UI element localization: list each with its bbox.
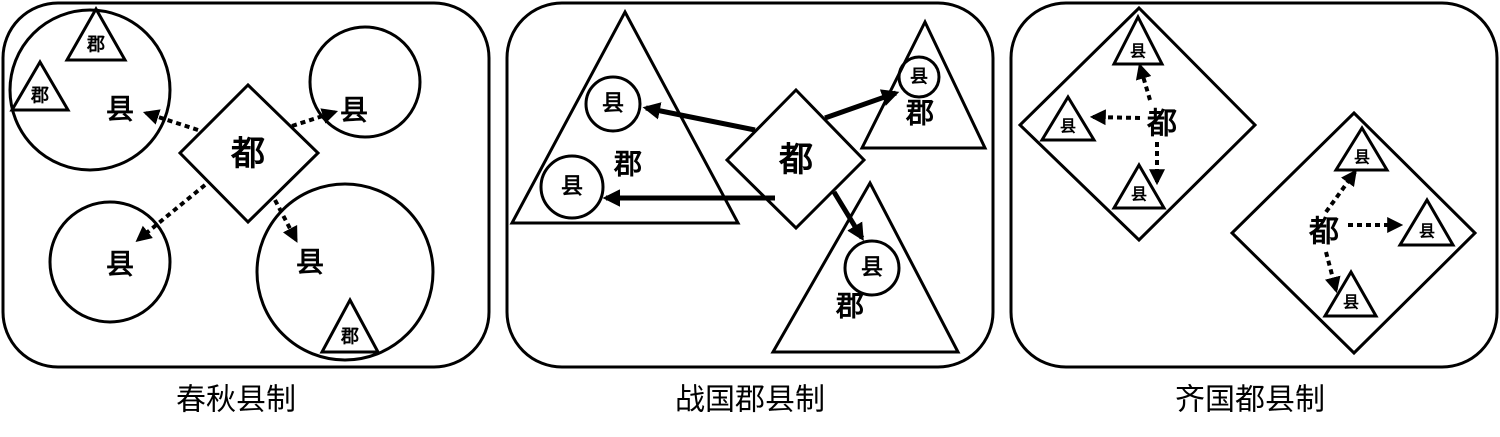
commandery-triangle — [64, 5, 128, 62]
label-commandery: 郡 — [613, 148, 642, 181]
county-triangle — [1039, 94, 1097, 142]
label-county: 县 — [1060, 117, 1076, 136]
label-commandery: 郡 — [340, 327, 359, 348]
label-county: 县 — [106, 93, 134, 126]
label-capital: 都 — [230, 134, 265, 174]
label-county: 县 — [340, 94, 368, 127]
caption: 战国郡县制 — [675, 383, 825, 418]
county-circle — [308, 25, 422, 139]
label-county: 县 — [1354, 148, 1370, 167]
label-capital: 都 — [1146, 107, 1177, 142]
label-commandery: 郡 — [30, 86, 49, 107]
label-county: 县 — [602, 92, 624, 117]
label-county: 县 — [861, 256, 883, 281]
commandery-triangle — [859, 18, 988, 150]
county-circle — [539, 154, 605, 220]
label-county: 县 — [1343, 293, 1359, 312]
panel-frame — [505, 1, 995, 369]
capital-diamond — [724, 87, 867, 231]
caption: 齐国都县制 — [1175, 383, 1325, 418]
label-county: 县 — [910, 67, 928, 88]
label-capital: 都 — [778, 140, 813, 180]
label-commandery: 郡 — [86, 35, 105, 56]
county-triangle — [1333, 125, 1390, 172]
arrow-dotted — [291, 108, 339, 128]
arrow-dotted — [142, 109, 199, 132]
arrow-dotted — [273, 199, 298, 243]
arrow-solid — [831, 190, 865, 241]
label-capital: 都 — [1308, 215, 1339, 250]
label-county: 县 — [561, 175, 583, 200]
panel-frame — [1009, 1, 1499, 369]
capital-diamond — [1229, 110, 1478, 356]
capital-diamond — [1017, 5, 1258, 243]
capital-diamond — [177, 82, 321, 225]
arrow-dotted — [135, 183, 207, 243]
commandery-triangle — [770, 179, 961, 354]
commandery-triangle — [9, 59, 71, 112]
label-commandery: 郡 — [905, 97, 934, 130]
arrow-dotted — [1089, 109, 1141, 126]
arrow-solid — [642, 102, 756, 133]
county-triangle — [1397, 197, 1456, 247]
county-circle — [8, 8, 172, 172]
label-county: 县 — [296, 246, 324, 279]
county-circle — [48, 200, 172, 324]
caption: 春秋县制 — [176, 383, 296, 418]
arrow-solid — [824, 89, 900, 121]
county-triangle — [1111, 162, 1167, 210]
panel-spring-autumn: 都 县 县 县 县 郡 郡 郡 春秋县制 — [1, 1, 491, 418]
arrow-dotted — [1135, 62, 1152, 101]
commandery-triangle — [319, 296, 381, 354]
county-circle — [584, 75, 642, 133]
county-circle — [255, 182, 435, 362]
panel-qi-state: 都 都 县 县 县 县 县 县 齐国都县制 — [1009, 1, 1499, 418]
label-county: 县 — [106, 248, 134, 281]
panel-warring-states: 都 县 县 县 县 郡 郡 郡 战国郡县制 — [505, 1, 995, 418]
county-triangle — [1322, 269, 1379, 318]
label-commandery: 郡 — [835, 290, 864, 323]
arrow-dotted — [1324, 251, 1341, 294]
county-circle — [897, 55, 941, 99]
county-circle — [843, 239, 901, 297]
label-county: 县 — [1130, 42, 1146, 61]
label-county: 县 — [1131, 185, 1147, 204]
label-county: 县 — [1419, 222, 1435, 241]
